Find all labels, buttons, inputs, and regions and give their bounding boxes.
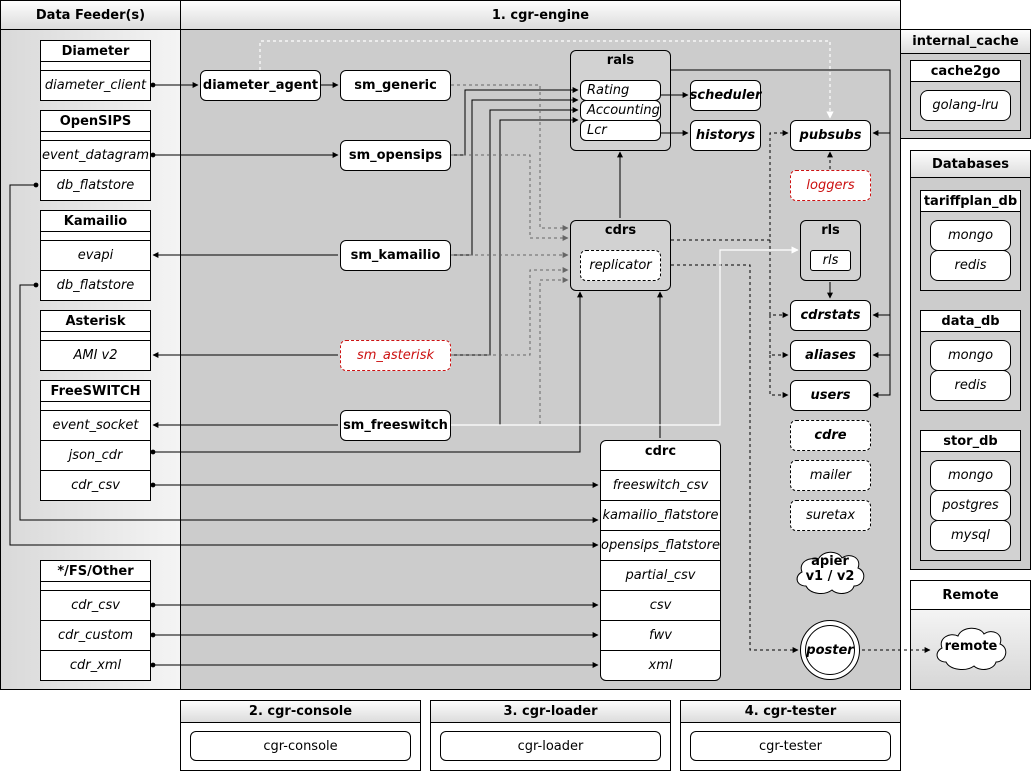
other-cdr-custom[interactable]: cdr_custom — [41, 620, 150, 650]
cgr-tester-box[interactable]: cgr-tester — [690, 731, 891, 761]
sm-opensips-node[interactable]: sm_opensips — [340, 140, 451, 171]
cache2go-group: cache2go golang-lru — [910, 60, 1021, 131]
data-db-mongo[interactable]: mongo — [930, 340, 1011, 371]
stor-db-title: stor_db — [921, 431, 1020, 452]
tariffplan-db-group: tariffplan_db mongo redis — [920, 190, 1021, 291]
cgr-console-box[interactable]: cgr-console — [190, 731, 411, 761]
rals-group: rals Rating Accounting Lcr — [570, 50, 671, 151]
cdre-node[interactable]: cdre — [790, 420, 871, 451]
wire-cdrs-aliases — [769, 315, 789, 358]
tester-panel: 4. cgr-tester cgr-tester — [680, 700, 901, 771]
users-node[interactable]: users — [790, 380, 871, 411]
other-cdr-xml[interactable]: cdr_xml — [41, 650, 150, 680]
wire-replicator-poster — [671, 264, 799, 653]
opensips-title: OpenSIPS — [41, 111, 150, 132]
diameter-feeder: Diameter diameter_client — [40, 40, 151, 101]
data-feeders-title: Data Feeder(s) — [1, 1, 180, 30]
wire-cdrs-cdrstats — [769, 240, 789, 318]
stor-db-mongo[interactable]: mongo — [930, 460, 1011, 491]
cdrc-group: cdrc freeswitch_csv kamailio_flatstore o… — [600, 440, 721, 681]
remote-node[interactable]: remote — [932, 624, 1010, 672]
apier-node[interactable]: apier v1 / v2 — [792, 546, 868, 598]
cdrc-csv[interactable]: csv — [601, 590, 720, 620]
diameter-agent-node[interactable]: diameter_agent — [200, 70, 321, 101]
rls-group: rls rls — [800, 220, 861, 281]
wire-freeswitch-rls — [451, 246, 799, 426]
opensips-event-datagram[interactable]: event_datagram — [41, 140, 150, 170]
sm-generic-node[interactable]: sm_generic — [340, 70, 451, 101]
wire-cdrs-users — [769, 355, 789, 398]
rals-title: rals — [606, 53, 635, 68]
diameter-client-item[interactable]: diameter_client — [41, 70, 150, 100]
remote-cloud-shape — [936, 627, 1007, 670]
cdrc-title: cdrc — [644, 444, 677, 459]
apier-cloud-shape — [796, 551, 865, 594]
stor-db-mysql[interactable]: mysql — [930, 520, 1011, 551]
cdrc-opensips-flatstore[interactable]: opensips_flatstore — [601, 530, 720, 560]
databases-title: Databases — [911, 151, 1030, 178]
cdrc-freeswitch-csv[interactable]: freeswitch_csv — [601, 470, 720, 500]
other-title: */FS/Other — [41, 561, 150, 582]
other-cdr-csv[interactable]: cdr_csv — [41, 590, 150, 620]
internal-cache-title: internal_cache — [901, 30, 1030, 54]
wire-generic-cdrs — [451, 84, 569, 231]
data-db-title: data_db — [921, 311, 1020, 332]
wire-freeswitch-cdrs — [451, 277, 569, 426]
pubsubs-node[interactable]: pubsubs — [790, 120, 871, 151]
wire-bus-users — [671, 69, 891, 398]
rals-lcr[interactable]: Lcr — [580, 120, 661, 141]
cgr-loader-box[interactable]: cgr-loader — [440, 731, 661, 761]
cache2go-title: cache2go — [911, 61, 1020, 82]
stor-db-group: stor_db mongo postgres mysql — [920, 430, 1021, 561]
tariffplan-mongo[interactable]: mongo — [930, 220, 1011, 251]
tariffplan-redis[interactable]: redis — [930, 250, 1011, 281]
tester-title: 4. cgr-tester — [681, 701, 900, 723]
other-feeder: */FS/Other cdr_csv cdr_custom cdr_xml — [40, 560, 151, 681]
cdrc-xml[interactable]: xml — [601, 650, 720, 680]
wire-json-cdr — [150, 291, 583, 455]
cdrs-title: cdrs — [604, 223, 637, 238]
wire-diameter-pubsubs — [259, 40, 834, 119]
aliases-node[interactable]: aliases — [790, 340, 871, 371]
poster-label: poster — [805, 625, 855, 675]
wire-kamailio-rals — [451, 97, 579, 256]
cdrc-partial-csv[interactable]: partial_csv — [601, 560, 720, 590]
cdrstats-node[interactable]: cdrstats — [790, 300, 871, 331]
rls-title: rls — [821, 223, 840, 238]
cdrc-kamailio-flatstore[interactable]: kamailio_flatstore — [601, 500, 720, 530]
data-db-redis[interactable]: redis — [930, 370, 1011, 401]
engine-title: 1. cgr-engine — [181, 1, 900, 30]
historys-node[interactable]: historys — [690, 120, 761, 151]
loader-panel: 3. cgr-loader cgr-loader — [430, 700, 671, 771]
remote-title: Remote — [911, 581, 1030, 610]
golang-lru-node[interactable]: golang-lru — [920, 90, 1011, 121]
poster-node[interactable]: poster — [800, 620, 860, 680]
wire-asterisk-rals — [451, 107, 579, 356]
wire-opensips-flatstore — [9, 182, 599, 548]
rals-accounting[interactable]: Accounting — [580, 100, 661, 121]
loggers-node[interactable]: loggers — [790, 170, 871, 201]
wire-asterisk-cdrs — [451, 267, 569, 356]
loader-title: 3. cgr-loader — [431, 701, 670, 723]
rls-sub-node[interactable]: rls — [810, 250, 851, 271]
apier-label: apier v1 / v2 — [805, 554, 855, 584]
remote-label: remote — [944, 639, 998, 654]
console-title: 2. cgr-console — [181, 701, 420, 723]
mailer-node[interactable]: mailer — [790, 460, 871, 491]
suretax-node[interactable]: suretax — [790, 500, 871, 531]
scheduler-node[interactable]: scheduler — [690, 80, 761, 111]
wire-opensips-cdrs — [451, 154, 569, 241]
cdrc-fwv[interactable]: fwv — [601, 620, 720, 650]
wire-freeswitch-rals — [451, 117, 579, 426]
data-db-group: data_db mongo redis — [920, 310, 1021, 411]
wire-cdrs-pubsubs — [671, 130, 789, 241]
diameter-title: Diameter — [41, 41, 150, 62]
tariffplan-db-title: tariffplan_db — [921, 191, 1020, 212]
